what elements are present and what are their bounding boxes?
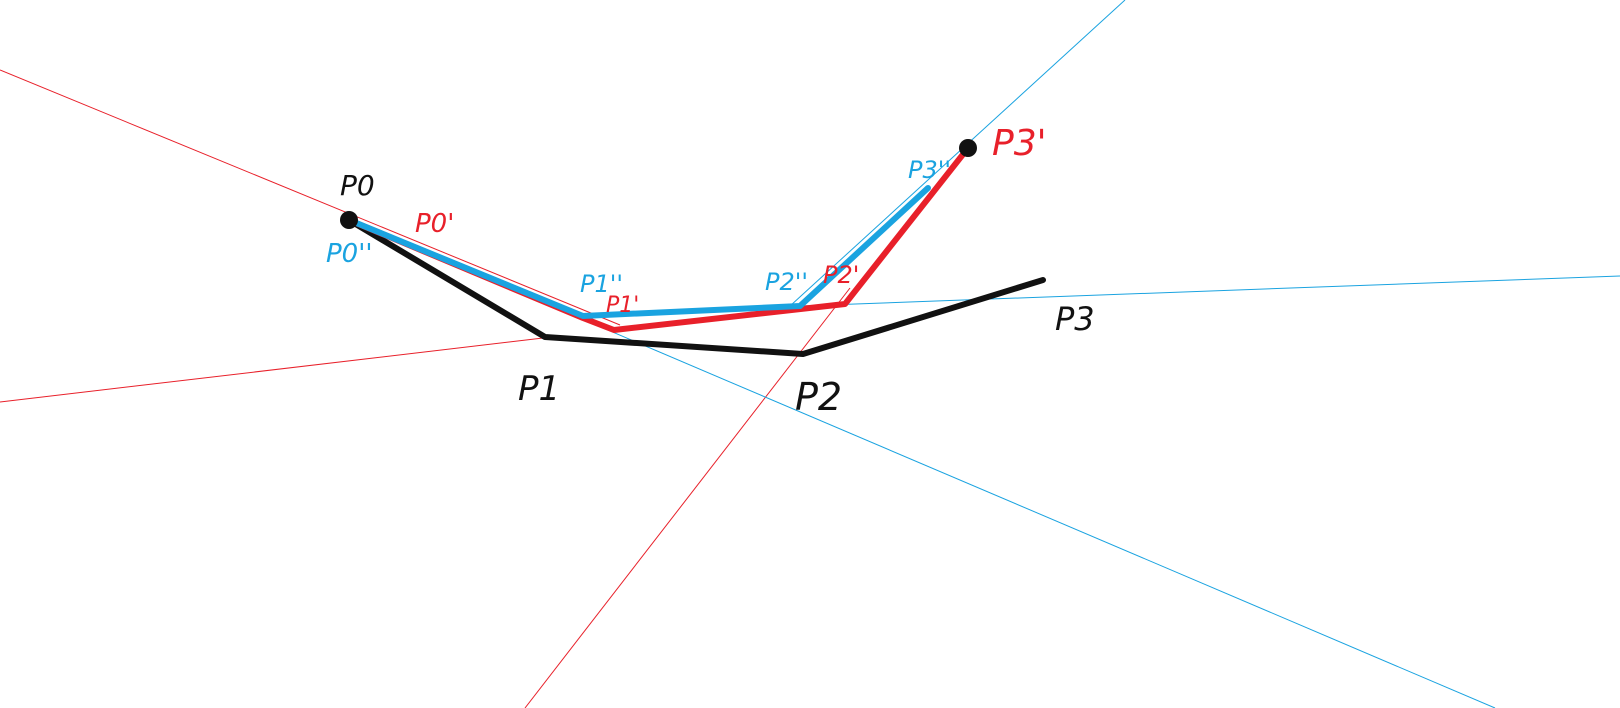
blue-construction-line-descending	[574, 315, 1496, 708]
red-construction-line-upper	[0, 69, 621, 326]
blue-construction-line-horizontal	[799, 275, 1620, 307]
blue-construction-line-upper	[789, 0, 1126, 307]
label-p0-prime: P0'	[415, 209, 454, 239]
label-p1: P1	[518, 369, 560, 409]
red-construction-line-diagonal	[524, 287, 851, 708]
point-p0	[340, 211, 358, 229]
label-p0: P0	[340, 169, 375, 202]
label-p1-double-prime: P1''	[580, 270, 623, 298]
label-p1-prime: P1'	[606, 293, 639, 318]
label-p2: P2	[795, 375, 842, 419]
label-p3: P3	[1055, 300, 1095, 338]
label-p3-double-prime: P3''	[908, 156, 951, 184]
blue-polyline	[346, 185, 931, 319]
label-p2-double-prime: P2''	[765, 268, 808, 296]
label-p0-double-prime: P0''	[326, 239, 373, 269]
label-p2-prime: P2'	[823, 261, 859, 289]
red-construction-line-lower	[0, 335, 561, 403]
point-p3-prime	[959, 139, 977, 157]
black-polyline-p0-p3	[346, 217, 1046, 357]
label-p3-prime: P3'	[992, 123, 1047, 164]
